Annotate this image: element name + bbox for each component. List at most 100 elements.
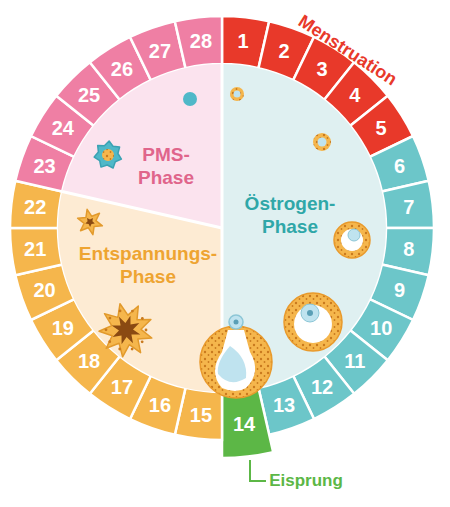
texture-dot — [119, 310, 122, 313]
day-number: 22 — [24, 196, 46, 218]
texture-dot — [131, 310, 134, 313]
day-number: 9 — [394, 279, 405, 301]
day-number: 12 — [311, 376, 333, 398]
day-segment: 27 — [149, 40, 171, 62]
texture-dot — [141, 340, 144, 343]
day-number: 17 — [111, 376, 133, 398]
day-segment: 12 — [311, 376, 333, 398]
day-number: 1 — [237, 30, 248, 52]
ovulation-bracket — [250, 460, 266, 481]
egg-cell — [318, 138, 327, 147]
bracket-line — [250, 460, 266, 481]
day-segment: 14 — [233, 413, 255, 435]
day-number: 16 — [149, 394, 171, 416]
day-segment: 20 — [33, 279, 55, 301]
day-segment — [382, 181, 434, 228]
day-number: 21 — [24, 238, 46, 260]
day-segment — [175, 16, 222, 68]
day-number: 15 — [190, 404, 212, 426]
texture-dot — [105, 328, 108, 331]
day-segment: 6 — [394, 155, 405, 177]
day-number: 25 — [78, 84, 100, 106]
day-number: 4 — [349, 84, 360, 106]
relaxation-sector — [58, 192, 222, 392]
estrogen-phase-sector: Östrogen- Phase — [245, 192, 336, 238]
day-segment: 26 — [111, 58, 133, 80]
day-number: 23 — [33, 155, 55, 177]
day-number: 3 — [316, 58, 327, 80]
day-number: 28 — [190, 30, 212, 52]
egg-cell — [234, 91, 241, 98]
follicle-cavity — [294, 305, 332, 343]
egg-cell — [183, 92, 197, 106]
day-segment: 17 — [111, 376, 133, 398]
day-segment: 16 — [149, 394, 171, 416]
egg-cell — [301, 304, 319, 322]
corpus-luteum-small — [78, 209, 103, 234]
cell-core — [102, 149, 114, 161]
phase-name: Entspannungs- Phase — [79, 242, 217, 288]
day-ring — [10, 16, 434, 458]
day-segment: 19 — [52, 317, 74, 339]
ovulation-label: Eisprung — [269, 471, 343, 491]
day-segment: 2 — [279, 40, 290, 62]
day-number: 20 — [33, 279, 55, 301]
follicle — [230, 87, 244, 101]
follicle — [313, 133, 331, 151]
degenerating-cell — [94, 141, 121, 168]
corpus-luteum-core — [85, 218, 95, 227]
follicle — [334, 222, 370, 258]
day-number: 6 — [394, 155, 405, 177]
day-number: 26 — [111, 58, 133, 80]
day-segment: 4 — [349, 84, 360, 106]
texture-dot — [108, 340, 111, 343]
day-segment — [10, 228, 62, 275]
day-segment — [222, 388, 273, 458]
day-number: 7 — [403, 196, 414, 218]
relaxation-phase-sector: Entspannungs- Phase — [79, 242, 217, 288]
corpus-luteum-large — [99, 304, 152, 357]
follicle-fluid — [218, 346, 246, 382]
pms-sector — [62, 64, 222, 228]
day-number: 18 — [78, 350, 100, 372]
day-number: 2 — [279, 40, 290, 62]
day-segment: 23 — [33, 155, 55, 177]
day-number: 14 — [233, 413, 255, 435]
follicle-cavity — [215, 330, 255, 391]
phase-name: Östrogen- Phase — [245, 192, 336, 238]
day-segment: 18 — [78, 350, 100, 372]
released-egg — [229, 315, 243, 329]
texture-dot — [145, 329, 148, 332]
day-segment: 5 — [376, 117, 387, 139]
day-number: 11 — [344, 350, 365, 372]
day-segment: 22 — [24, 196, 46, 218]
day-segment: 13 — [273, 394, 295, 416]
day-segment: 15 — [190, 404, 212, 426]
phase-name: PMS- Phase — [138, 143, 194, 189]
day-segment: 21 — [24, 238, 46, 260]
follicle-cavity — [341, 229, 363, 251]
day-segment: 28 — [190, 30, 212, 52]
day-segment: 24 — [52, 117, 74, 139]
day-number: 24 — [52, 117, 74, 139]
day-segment: 10 — [370, 317, 392, 339]
day-segment: 1 — [237, 30, 248, 52]
day-number: 19 — [52, 317, 74, 339]
ovulating-follicle — [200, 326, 272, 398]
day-segment: 25 — [78, 84, 100, 106]
day-number: 8 — [403, 238, 414, 260]
day-number: 13 — [273, 394, 295, 416]
egg-cell — [348, 229, 360, 241]
day-segment: 9 — [394, 279, 405, 301]
day-segment: 3 — [316, 58, 327, 80]
corpus-luteum-core — [112, 316, 141, 345]
texture-dot — [109, 317, 112, 320]
day-number: 27 — [149, 40, 171, 62]
follicle — [284, 293, 342, 351]
cell-outline — [94, 141, 121, 168]
egg-nucleus — [234, 320, 239, 325]
texture-dot — [131, 348, 134, 351]
egg-nucleus — [307, 310, 313, 316]
texture-dot — [118, 348, 121, 351]
day-number: 10 — [370, 317, 392, 339]
